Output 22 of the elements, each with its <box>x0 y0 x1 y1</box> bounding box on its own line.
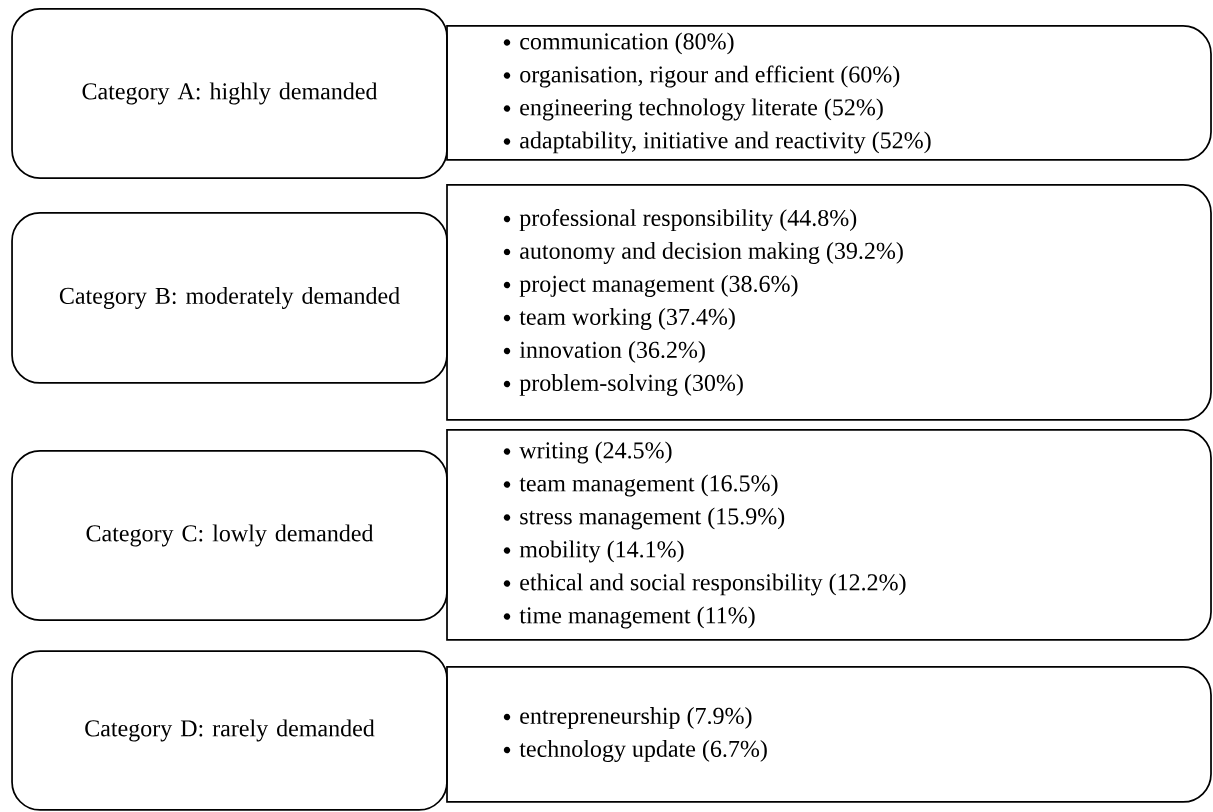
category-box: Category D: rarely demanded <box>11 650 448 811</box>
category-box: Category B: moderately demanded <box>11 212 448 384</box>
list-item: engineering technology literate (52%) <box>520 98 883 121</box>
list-item: organisation, rigour and efficient (60%) <box>520 65 900 88</box>
list-item: communication (80%) <box>520 32 734 55</box>
list-item: adaptability, initiative and reactivity (52%) <box>520 131 931 154</box>
list-item: team management (16.5%) <box>519 474 778 497</box>
list-item: team working (37.4%) <box>519 308 735 330</box>
category-box: Category A: highly demanded <box>11 8 448 179</box>
list-item: time management (11%) <box>519 606 755 629</box>
list-item: problem-solving (30%) <box>519 374 743 396</box>
list-item: ethical and social responsibility (12.2%) <box>520 573 906 596</box>
list-item: autonomy and decision making (39.2%) <box>520 242 903 264</box>
list-item: entrepreneurship (7.9%) <box>520 707 752 729</box>
list-item: writing (24.5%) <box>519 441 672 464</box>
list-item: stress management (15.9%) <box>520 507 785 530</box>
list-item: project management (38.6%) <box>519 275 798 297</box>
list-item: mobility (14.1%) <box>519 540 684 563</box>
category-box: Category C: lowly demanded <box>11 450 448 621</box>
list-item: professional responsibility (44.8%) <box>519 208 857 232</box>
list-item: technology update (6.7%) <box>519 740 767 762</box>
list-item: innovation (36.2%) <box>519 341 705 363</box>
